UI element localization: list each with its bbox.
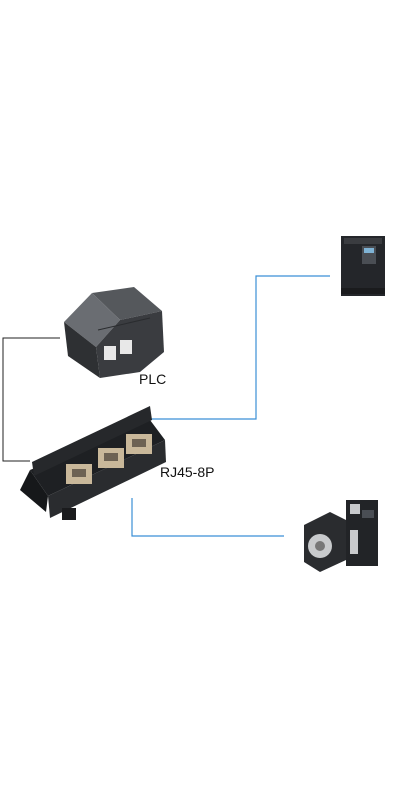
rj45-terminal-module-icon [20,406,166,520]
plc-link-line [2,337,60,462]
vfd-link-line [145,275,330,420]
servo-motor-drive-icon [304,500,378,572]
servo-link-line [131,498,284,537]
plc-label: PLC [139,371,167,387]
plc-controller-icon [64,287,164,378]
connection-lines [2,275,330,537]
frequency-inverter-icon [341,236,385,296]
rj45-module-label: RJ45-8P [160,464,215,480]
